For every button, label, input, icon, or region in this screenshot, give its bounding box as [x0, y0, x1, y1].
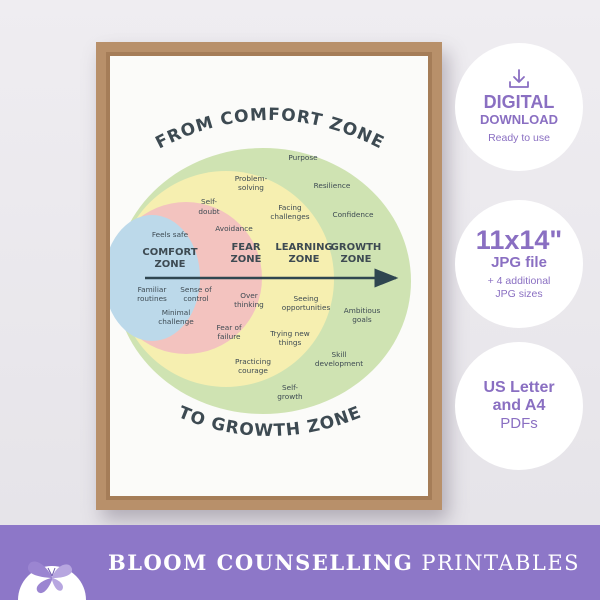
learning-item: things: [279, 338, 302, 347]
pdf-line-2: and A4: [492, 397, 546, 414]
comfort-item: control: [183, 294, 208, 303]
growth-item: Skill: [332, 350, 347, 359]
learning-item: solving: [238, 183, 264, 192]
growth-item: Self-: [282, 383, 298, 392]
brand-footer: BLOOM COUNSELLING PRINTABLES: [0, 525, 600, 600]
growth-item: Confidence: [332, 210, 374, 219]
title-top: FROM COMFORT ZONE: [152, 105, 387, 154]
fear-item: Self-: [201, 197, 217, 206]
additional-sizes-2: JPG sizes: [495, 288, 543, 300]
growth-item: growth: [277, 392, 302, 401]
download-subtitle: DOWNLOAD: [480, 112, 558, 127]
learning-item: opportunities: [282, 303, 331, 312]
learning-item: Seeing: [294, 294, 319, 303]
comfort-item: routines: [137, 294, 167, 303]
download-icon: [509, 69, 529, 88]
fear-item: failure: [217, 332, 241, 341]
additional-sizes-1: + 4 additional: [487, 275, 551, 287]
learning-item: Trying new: [269, 329, 309, 338]
comfort-item: challenge: [158, 317, 194, 326]
fear-item: Avoidance: [215, 224, 253, 233]
growth-item: Ambitious: [344, 306, 381, 315]
comfort-item: Minimal: [162, 308, 191, 317]
digital-title: DIGITAL: [483, 92, 555, 112]
growth-item: goals: [352, 315, 372, 324]
brand-name: BLOOM COUNSELLING PRINTABLES: [108, 525, 580, 600]
fear-zone-label-1: FEAR: [231, 242, 260, 253]
fear-item: doubt: [198, 207, 219, 216]
fear-zone-label-2: ZONE: [231, 254, 262, 265]
learning-item: Practicing: [235, 357, 271, 366]
brand-bold: BLOOM COUNSELLING: [108, 550, 414, 575]
pdf-badge: US Letter and A4 PDFs: [455, 342, 583, 470]
butterfly-logo-icon: [18, 561, 86, 600]
comfort-item: Feels safe: [152, 230, 189, 239]
learning-item: courage: [238, 366, 268, 375]
poster-diagram: FROM COMFORT ZONE COMFORT ZONE FEAR ZONE…: [110, 105, 411, 441]
learning-item: challenges: [270, 212, 309, 221]
comfort-item: Sense of: [180, 285, 212, 294]
growth-zone-label-2: ZONE: [341, 254, 372, 265]
ready-note: Ready to use: [488, 132, 550, 144]
comfort-item: Familiar: [138, 285, 167, 294]
fear-item: thinking: [234, 300, 264, 309]
learning-zone-label-2: ZONE: [289, 254, 320, 265]
fear-item: Over: [240, 291, 258, 300]
pdf-line-1: US Letter: [483, 379, 555, 396]
growth-item: development: [315, 359, 363, 368]
comfort-zone-label-2: ZONE: [155, 259, 186, 270]
pdf-line-3: PDFs: [500, 415, 538, 432]
growth-item: Purpose: [288, 153, 318, 162]
file-type: JPG file: [491, 254, 547, 271]
learning-item: Facing: [278, 203, 301, 212]
size-value: 11x14": [475, 225, 563, 255]
learning-item: Problem-: [235, 174, 268, 183]
poster-paper: FROM COMFORT ZONE COMFORT ZONE FEAR ZONE…: [110, 56, 428, 496]
comfort-zone-label-1: COMFORT: [142, 247, 197, 258]
brand-thin: PRINTABLES: [421, 550, 581, 575]
digital-download-badge: DIGITAL DOWNLOAD Ready to use: [455, 43, 583, 171]
growth-item: Resilience: [314, 181, 351, 190]
size-badge: 11x14" JPG file + 4 additional JPG sizes: [455, 200, 583, 328]
learning-zone-label-1: LEARNING: [275, 242, 332, 253]
fear-item: Fear of: [216, 323, 242, 332]
growth-zone-label-1: GROWTH: [331, 242, 382, 253]
